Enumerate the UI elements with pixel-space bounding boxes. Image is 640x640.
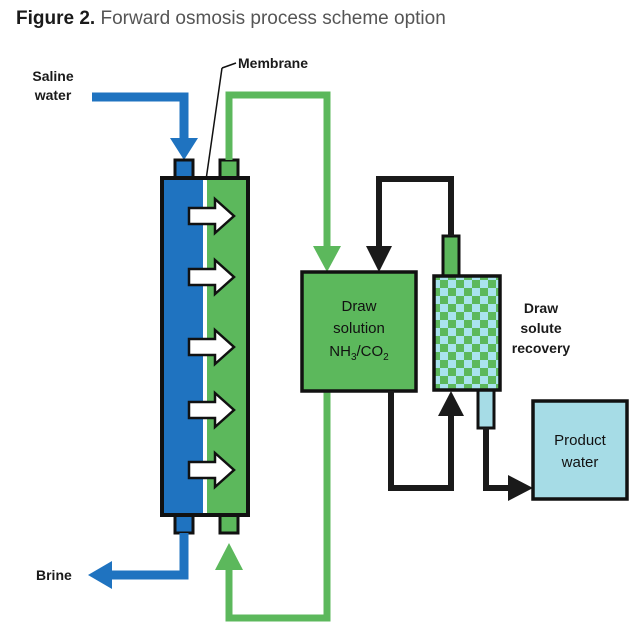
recovery-top-nozzle: [441, 234, 461, 280]
draw-solution-label: Draw: [341, 298, 376, 315]
flux-arrow: [187, 390, 236, 430]
draw-solution-formula: NH3/CO2: [329, 343, 389, 363]
saline-water-label: Saline: [32, 68, 73, 84]
product-water-arrow: [483, 428, 533, 501]
flux-arrow: [187, 327, 236, 367]
recovery-label-2: solute: [520, 320, 561, 336]
recovery-label: Draw: [524, 300, 558, 316]
draw-to-recovery-arrow: [388, 391, 464, 491]
concentrated-draw-pipe: [215, 391, 331, 622]
membrane-label: Membrane: [238, 55, 308, 71]
figure-title: Figure 2. Forward osmosis process scheme…: [16, 8, 446, 30]
draw-solution-label-2: solution: [333, 320, 385, 337]
product-water-tank: [531, 399, 629, 501]
figure-caption: Forward osmosis process scheme option: [100, 8, 446, 29]
saline-water-label-2: water: [34, 87, 72, 103]
brine-label: Brine: [36, 567, 72, 583]
draw-solute-recovery-column: [432, 274, 502, 392]
flux-arrow: [187, 257, 236, 297]
saline-inlet-arrow: [92, 92, 198, 160]
membrane-leader: [205, 62, 237, 181]
recovery-label-3: recovery: [512, 340, 571, 356]
figure-number: Figure 2.: [16, 8, 96, 29]
product-water-label-2: water: [561, 454, 599, 471]
brine-outlet-arrow: [88, 533, 189, 589]
recovered-solute-arrow: [366, 176, 454, 272]
flux-arrow: [187, 450, 236, 490]
product-water-label: Product: [554, 432, 607, 449]
diluted-draw-pipe: [225, 91, 341, 272]
flux-arrows: [187, 196, 236, 490]
recovery-bottom-nozzle: [476, 386, 496, 430]
flux-arrow: [187, 196, 236, 236]
draw-solution-tank: [300, 270, 418, 393]
